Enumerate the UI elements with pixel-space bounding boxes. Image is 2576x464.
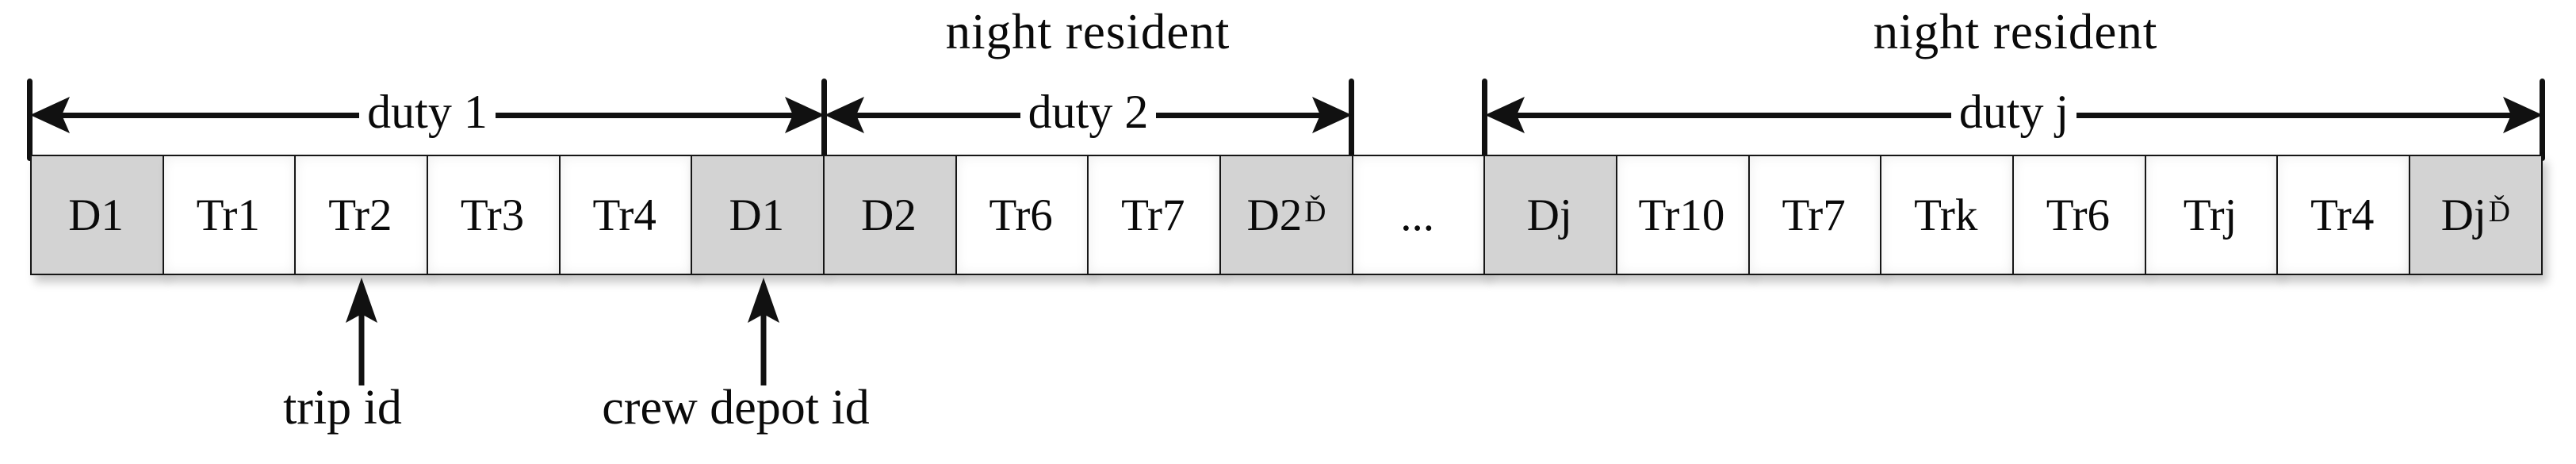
encoding-cell: Tr4 [2276,155,2411,275]
encoding-cell: Dj [1483,155,1618,275]
duty1-span-arrow: duty 1 [30,88,825,136]
dutyj-span-arrow: duty j [1485,88,2543,136]
encoding-cell: D1 [691,155,825,275]
dutyj-label: duty j [1958,86,2069,138]
encoding-cell: Tr2 [294,155,429,275]
arrow-line [495,112,814,118]
encoding-cell: Tr3 [426,155,561,275]
encoding-cell: Trk [1880,155,2015,275]
crew-depot-id-label: crew depot id [602,381,870,435]
span-boundary-tick [1349,79,1354,161]
span-boundary-tick [2540,79,2545,161]
arrow-line [1496,112,1951,118]
encoding-cell: D2 [822,155,958,275]
up-arrow-trip-id-icon [346,278,377,385]
night-resident-label-duty2: night resident [945,4,1231,59]
up-arrow-crew-depot-id-icon [748,278,779,385]
trip-id-label: trip id [283,381,402,435]
encoding-cell-ellipsis: ... [1351,155,1486,275]
span-boundary-tick [821,79,827,161]
encoding-cell: Tr6 [2011,155,2146,275]
encoding-cell: Tr7 [1747,155,1882,275]
night-resident-label-dutyj: night resident [1873,4,2158,59]
duty2-label: duty 2 [1028,86,1149,138]
arrow-line [41,112,360,118]
encoding-cell: Tr1 [162,155,297,275]
arrowhead-right-icon [2503,97,2543,133]
duty1-label: duty 1 [367,86,488,138]
span-boundary-tick [1482,79,1487,161]
arrow-line [836,112,1020,118]
encoding-cell: D1 [30,155,165,275]
encoding-cell: Tr10 [1615,155,1751,275]
arrow-line [2076,112,2532,118]
arrow-line [1156,112,1342,118]
encoding-cell: Tr6 [955,155,1089,275]
encoding-cell: Tr4 [558,155,693,275]
encoding-cell: Tr7 [1087,155,1222,275]
encoding-cell: Trj [2144,155,2279,275]
span-boundary-tick [27,79,33,161]
arrowhead-right-icon [1312,97,1353,133]
arrowhead-right-icon [785,97,825,133]
duty2-span-arrow: duty 2 [825,88,1353,136]
